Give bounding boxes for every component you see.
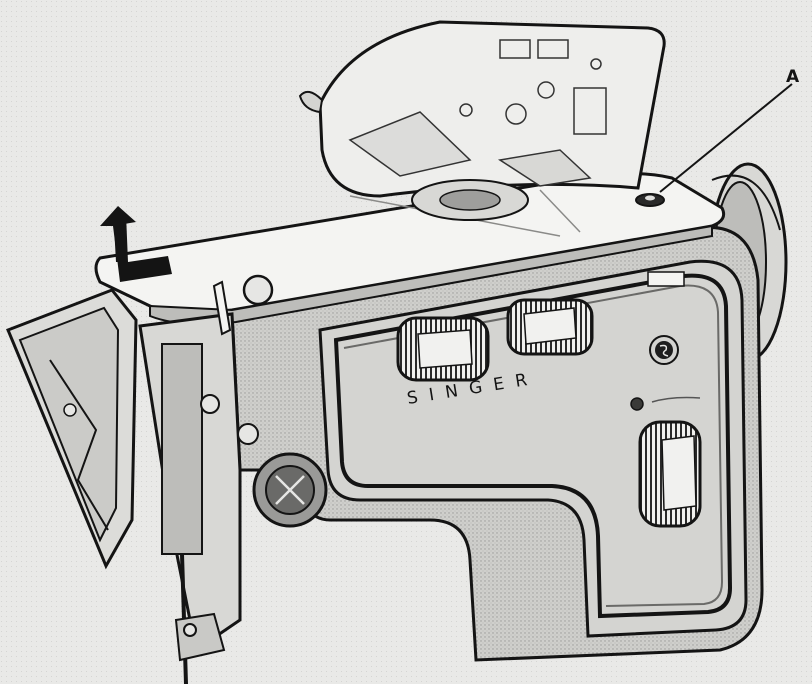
chart-dot-3 [505, 103, 527, 125]
tension-guide [237, 423, 259, 445]
stitch-length-dial [506, 298, 594, 356]
pattern-selector-dial [638, 420, 702, 528]
chart-dot-1 [590, 58, 602, 70]
chart-box-1 [499, 39, 531, 59]
callout-leader-line [659, 83, 793, 193]
presser-screw [183, 623, 197, 637]
small-indicator-light [630, 397, 644, 411]
accessory-clip [497, 149, 592, 187]
chart-presser-foot-drawing [348, 111, 472, 177]
needle-bar-housing [161, 343, 203, 555]
chart-dot-4 [537, 81, 555, 99]
lift-direction-arrow [100, 206, 172, 282]
chart-box-2 [537, 39, 569, 59]
top-window-slot [647, 271, 685, 287]
open-face-plate [6, 288, 138, 570]
arm-knob [242, 274, 274, 306]
tension-dial [237, 423, 328, 528]
script-mark [651, 396, 701, 403]
take-up-lever [212, 280, 232, 336]
spool-recess [411, 179, 529, 221]
thread-guide-knob [200, 394, 220, 414]
chart-box-3 [573, 87, 607, 135]
open-hinged-lid [298, 20, 666, 198]
callout-label: A [786, 67, 800, 87]
stitch-width-dial [396, 316, 490, 382]
chart-dot-2 [459, 103, 473, 117]
needle-head [138, 312, 242, 684]
singer-emblem [649, 335, 679, 365]
lid-hinge-tab [298, 90, 324, 114]
spool-pin-a [635, 193, 665, 207]
